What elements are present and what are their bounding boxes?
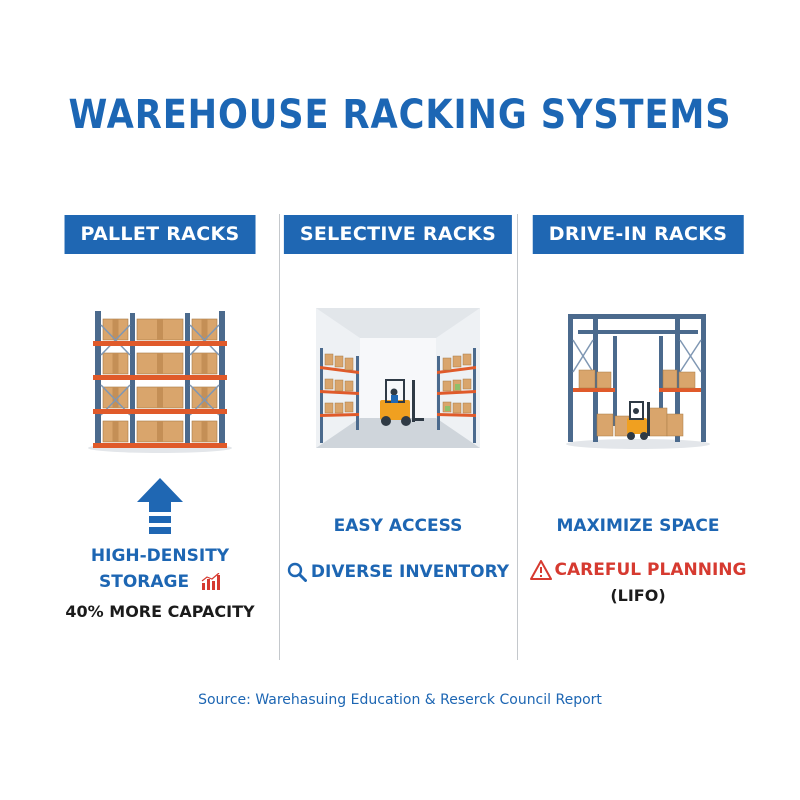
magnifier-icon: [287, 562, 307, 582]
banner-drive-in-racks: DRIVE-IN RACKS: [532, 215, 744, 254]
column-pallet-racks: PALLET RACKS HIGH-DENSITY STORAGE: [40, 0, 280, 800]
pallet-benefit-storage: STORAGE: [98, 572, 190, 592]
pallet-capacity-stat: 40% MORE CAPACITY: [65, 602, 255, 621]
pallet-benefit-line1: HIGH-DENSITY: [90, 546, 230, 566]
up-arrow-icon: [137, 478, 183, 534]
banner-selective-racks: SELECTIVE RACKS: [283, 215, 513, 254]
column-divider-left: [279, 214, 280, 660]
column-divider-right: [517, 214, 518, 660]
bar-chart-icon: [201, 573, 221, 590]
selective-benefit-easy-access: EASY ACCESS: [333, 516, 463, 536]
selective-benefit-line2: DIVERSE INVENTORY: [278, 562, 518, 582]
selective-aisle-illustration: [316, 308, 480, 448]
drive-in-benefit-maximize-space: MAXIMIZE SPACE: [556, 516, 720, 536]
drive-in-lifo-note: (LIFO): [610, 586, 666, 605]
pallet-benefit-line2: STORAGE: [40, 572, 280, 592]
source-citation: Source: Warehasuing Education & Reserck …: [198, 692, 602, 708]
warning-triangle-icon: [529, 560, 552, 580]
page-title: WAREHOUSE RACKING SYSTEMS: [68, 92, 732, 138]
drive-in-rack-illustration: [566, 314, 710, 449]
column-selective-racks: SELECTIVE RACKS: [278, 0, 518, 800]
drive-in-careful-planning: CAREFUL PLANNING: [554, 560, 747, 580]
selective-benefit-diverse-inventory: DIVERSE INVENTORY: [310, 562, 510, 582]
column-drive-in-racks: DRIVE-IN RACKS: [518, 0, 758, 800]
pallet-rack-illustration: [88, 311, 232, 453]
drive-in-warning-line: CAREFUL PLANNING: [518, 560, 758, 580]
banner-pallet-racks: PALLET RACKS: [64, 215, 256, 254]
